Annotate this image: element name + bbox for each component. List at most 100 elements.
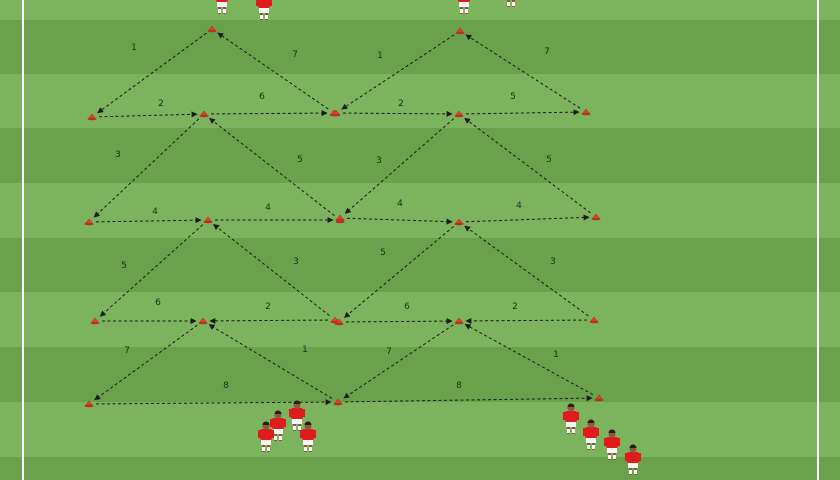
player-arm	[583, 428, 586, 436]
player-shorts	[292, 418, 302, 424]
pass-number-label: 7	[124, 346, 130, 356]
player-shirt	[260, 429, 272, 440]
player-arm	[596, 428, 599, 436]
cone-base	[84, 404, 94, 408]
cone-base	[335, 218, 345, 222]
pass-number-label: 1	[302, 345, 308, 355]
grass-stripe	[0, 402, 840, 457]
player-arm	[313, 430, 316, 438]
player-sock	[304, 447, 307, 451]
pass-number-label: 5	[380, 248, 386, 258]
player-figure	[216, 0, 228, 14]
pass-arrow	[344, 395, 593, 403]
cone-base	[591, 217, 601, 221]
pass-arrow	[343, 226, 454, 318]
pass-number-label: 8	[456, 381, 462, 391]
grass-stripe	[0, 20, 840, 74]
pass-number-label: 7	[544, 47, 550, 57]
player-arm	[302, 409, 305, 417]
cone-base	[331, 113, 341, 117]
pass-arrow	[99, 224, 204, 317]
pass-arrow	[465, 109, 580, 116]
player-figure	[507, 0, 515, 7]
pass-number-label: 6	[404, 302, 410, 312]
pass-arrow	[465, 214, 590, 223]
player-hair	[274, 410, 282, 414]
player-arm	[625, 453, 628, 461]
player-hair	[629, 444, 637, 448]
player-arm	[270, 419, 273, 427]
pass-number-label: 3	[550, 257, 556, 267]
pass-number-label: 2	[158, 99, 164, 109]
cone-base	[87, 117, 97, 121]
player-figure	[583, 419, 599, 450]
player-shirt	[291, 408, 303, 419]
player-sock	[460, 9, 463, 13]
player-sock	[298, 426, 301, 430]
pass-number-label: 5	[546, 155, 552, 165]
player-hair	[587, 419, 595, 423]
player-hair	[262, 421, 270, 425]
cone-base	[589, 320, 599, 324]
player-shorts	[586, 437, 596, 443]
grass-stripe	[0, 0, 840, 20]
pass-arrow	[209, 117, 335, 217]
pass-arrow	[94, 324, 198, 401]
player-sock	[629, 470, 632, 474]
player-figure	[563, 403, 579, 434]
pass-arrow	[210, 110, 328, 117]
pass-number-label: 4	[397, 199, 403, 209]
pass-number-label: 4	[265, 203, 271, 213]
pass-number-label: 2	[512, 302, 518, 312]
pass-number-label: 5	[121, 261, 127, 271]
player-sock	[260, 15, 263, 19]
player-arm	[638, 453, 641, 461]
cone-base	[454, 222, 464, 226]
player-sock	[572, 429, 575, 433]
pass-number-label: 2	[265, 302, 271, 312]
player-figure	[256, 0, 272, 20]
player-shorts	[607, 447, 617, 453]
player-shirt	[258, 0, 270, 8]
player-sock	[262, 447, 265, 451]
pass-arrow	[213, 223, 330, 317]
pass-arrow	[464, 225, 589, 317]
pass-arrow	[464, 323, 594, 396]
grass-stripe	[0, 457, 840, 480]
player-sock	[223, 9, 226, 13]
player-figure	[625, 444, 641, 475]
player-sock	[613, 455, 616, 459]
player-sock	[608, 455, 611, 459]
players	[216, 0, 641, 475]
player-shorts	[303, 439, 313, 445]
player-sock	[512, 2, 515, 6]
player-hair	[293, 400, 301, 404]
grass-stripe	[0, 128, 840, 183]
player-sock	[587, 445, 590, 449]
cone-base	[84, 222, 94, 226]
player-shorts	[261, 439, 271, 445]
player-sock	[309, 447, 312, 451]
player-sock	[274, 436, 277, 440]
cone-base	[90, 321, 100, 325]
player-sock	[634, 470, 637, 474]
cone-base	[454, 114, 464, 118]
pass-number-label: 8	[223, 381, 229, 391]
player-sock	[465, 9, 468, 13]
player-shirt	[458, 0, 470, 2]
grass-stripe	[0, 292, 840, 347]
player-figure	[270, 410, 286, 441]
cone-base	[334, 322, 344, 326]
player-shirt	[565, 411, 577, 422]
pass-arrow	[208, 324, 333, 399]
player-arm	[258, 430, 261, 438]
player-hair	[304, 421, 312, 425]
cone-base	[581, 112, 591, 116]
pass-arrow	[344, 118, 455, 214]
player-arm	[256, 0, 259, 6]
pass-number-label: 3	[115, 150, 121, 160]
cone-base	[455, 31, 465, 35]
pass-number-label: 4	[152, 207, 158, 217]
player-sock	[279, 436, 282, 440]
